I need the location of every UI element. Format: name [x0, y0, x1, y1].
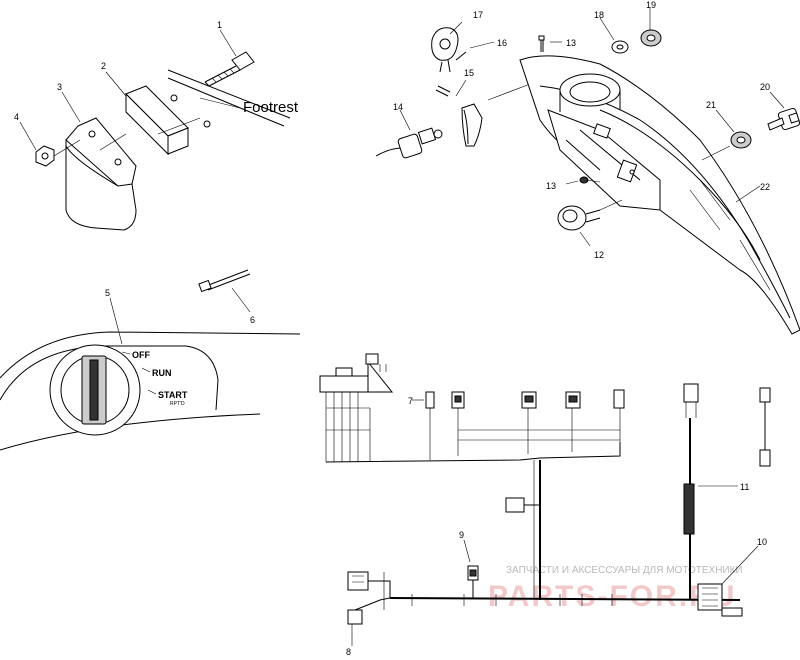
screw-part-small — [579, 176, 601, 184]
footrest-edge — [167, 69, 291, 127]
switch-part — [557, 205, 601, 231]
spacer-block — [125, 85, 211, 156]
callout-12: 12 — [594, 250, 604, 260]
footrest-label: Footrest — [243, 99, 299, 116]
callout-13-mid: 13 — [546, 181, 556, 191]
callout-9: 9 — [459, 530, 464, 540]
bolt-part — [204, 51, 255, 87]
watermark: ЗАПЧАСТИ И АКСЕССУАРЫ ДЛЯ МОТОТЕХНИКИ PA… — [488, 565, 743, 613]
callout-11: 11 — [740, 482, 749, 492]
cable-tie-part: 6 — [198, 269, 255, 325]
lock-nut-part — [730, 131, 752, 149]
screw-part — [538, 35, 545, 52]
handlebar-housing — [519, 55, 800, 335]
connector-row — [425, 389, 625, 440]
switch-start-sub-label: RPT'D — [170, 401, 185, 407]
key-part — [767, 107, 800, 131]
watermark-brand: PARTS-FOR.RU — [488, 580, 736, 613]
callout-16: 16 — [497, 38, 507, 48]
wiring-harness: 7 11 9 — [319, 353, 771, 657]
handlebar-housing-assembly: 17 16 13 18 19 15 — [375, 0, 800, 335]
mount-plate — [65, 117, 137, 231]
callout-15: 15 — [464, 68, 474, 78]
callout-21: 21 — [706, 100, 716, 110]
branch-connector — [505, 497, 525, 513]
harness-sleeve — [683, 483, 695, 535]
footrest-assembly: 1 2 3 4 Footrest — [14, 20, 299, 231]
callout-10: 10 — [757, 537, 767, 547]
hex-nut-part — [640, 29, 662, 47]
callout-22: 22 — [760, 182, 770, 192]
clip-part — [431, 27, 459, 73]
callout-8: 8 — [346, 647, 351, 655]
junction-block — [697, 583, 743, 617]
callout-6: 6 — [250, 315, 255, 325]
nut-part — [35, 145, 55, 167]
switch-run-label: RUN — [152, 368, 172, 378]
pin-part — [455, 51, 467, 61]
callout-1: 1 — [217, 20, 222, 30]
terminal-connector — [347, 571, 391, 625]
schematic-block — [319, 353, 394, 462]
callout-17: 17 — [473, 10, 483, 20]
callout-20: 20 — [760, 82, 770, 92]
callout-7: 7 — [408, 396, 413, 406]
washer-part — [611, 40, 629, 54]
diagnostic-lead — [759, 387, 771, 467]
callout-5: 5 — [105, 288, 110, 298]
ignition-switch-panel: OFF RUN START RPT'D 5 — [0, 288, 301, 451]
callout-3: 3 — [57, 82, 62, 92]
right-connector — [683, 383, 699, 403]
callout-18: 18 — [594, 10, 604, 20]
switch-start-label: START — [158, 390, 188, 400]
callout-14: 14 — [393, 102, 403, 112]
switch-off-label: OFF — [132, 350, 150, 360]
callout-4: 4 — [14, 112, 19, 122]
callout-19: 19 — [646, 0, 656, 10]
watermark-text: ЗАПЧАСТИ И АКСЕССУАРЫ ДЛЯ МОТОТЕХНИКИ — [506, 565, 743, 576]
callout-13-top: 13 — [566, 38, 576, 48]
callout-2: 2 — [101, 61, 106, 71]
sensor-part — [375, 127, 443, 159]
relay-part — [467, 565, 479, 598]
lever-part — [435, 85, 483, 147]
